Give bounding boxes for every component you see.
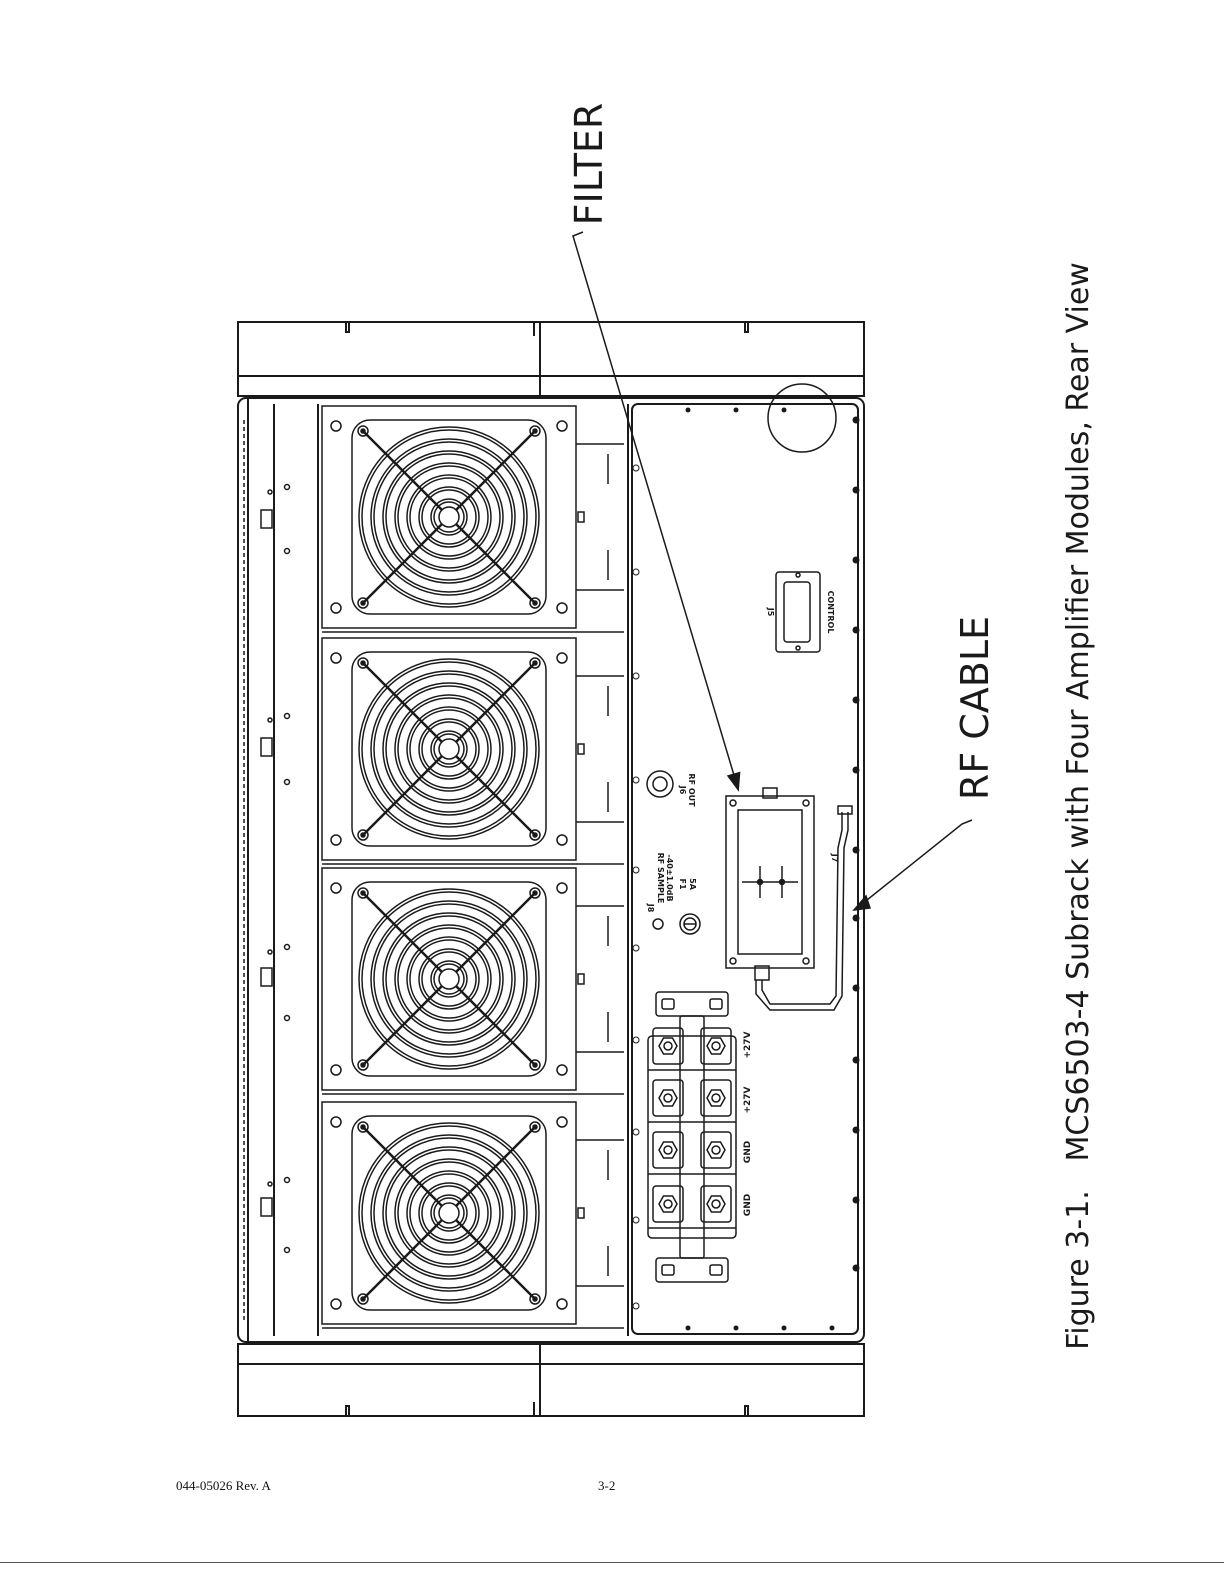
f1-fuse-holder [680,914,700,934]
rf-out-label: RF OUT [687,773,696,807]
amplifier-fan-modules [322,406,624,1328]
terminal-labels: +27V +27V GND GND [743,1031,753,1216]
amplifier-module-2 [322,638,624,864]
highlight-circle [768,384,836,452]
document-number: 044-05026 Rev. A [176,1478,271,1494]
power-terminal-block [648,992,736,1282]
j8-rf-sample-connector [653,919,663,929]
j6-label: J6 [678,785,687,795]
terminal-label-2: +27V [743,1086,753,1113]
j8-label: J8 [646,903,655,913]
j5-control-connector [776,572,820,652]
j7-label: J7 [830,853,839,863]
terminal-label-4: GND [743,1194,753,1216]
terminal-label-1: +27V [743,1031,753,1058]
amplifier-module-4 [322,1102,624,1328]
page-bottom-rule [0,1562,1224,1563]
j5-label: J5 [766,607,775,617]
chassis-frame [238,398,864,1342]
terminal-label-3: GND [743,1141,753,1163]
filter-callout-leader [573,232,744,791]
filter-callout-label: FILTER [567,103,611,226]
page-number: 3-2 [598,1478,615,1494]
j6-rf-out-connector [647,771,673,797]
figure-caption: Figure 3-1. MCS6503-4 Subrack with Four … [1061,262,1096,1350]
rf-sample-label: RF SAMPLE [656,853,665,904]
control-label: CONTROL [826,591,835,634]
rf-cable [756,806,852,1010]
rf-cable-callout-label: RF CABLE [953,616,997,800]
f1-label: F1 [678,878,687,889]
rf-cable-callout-leader [854,820,972,910]
top-rack-rail [238,322,864,396]
filter-module [726,788,814,980]
bottom-rack-rail [238,1344,864,1416]
amplifier-module-1 [322,406,624,632]
rf-sample-level-label: -40±1.0dB [665,854,674,901]
left-rail-latches [244,420,290,1320]
amplifier-module-3 [322,868,624,1094]
f1-rating-label: 5A [688,878,697,891]
